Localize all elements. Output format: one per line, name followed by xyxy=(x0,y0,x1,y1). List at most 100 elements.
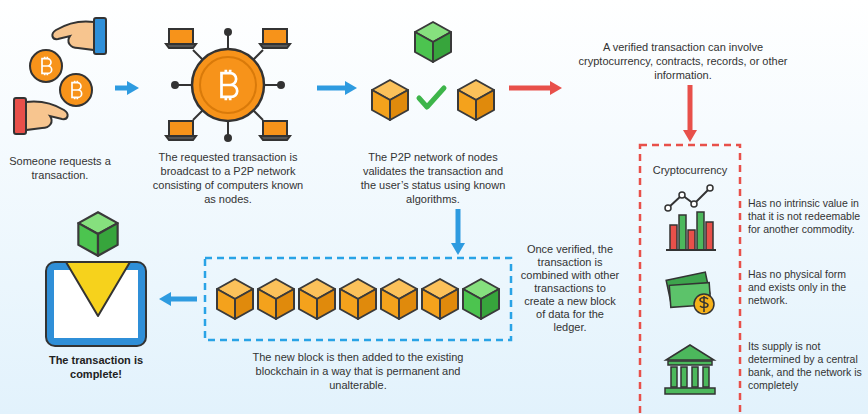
info-node: A verified transaction can involve crypt… xyxy=(565,40,801,82)
cuff xyxy=(14,98,26,134)
column xyxy=(671,367,677,387)
trend-line xyxy=(668,188,710,208)
bar xyxy=(670,225,677,250)
beam xyxy=(668,361,712,365)
bar xyxy=(688,230,695,250)
cube xyxy=(258,279,294,319)
bar xyxy=(697,212,704,250)
cube xyxy=(299,279,335,319)
bar xyxy=(679,215,686,250)
hand xyxy=(26,101,68,130)
baseline xyxy=(666,249,716,251)
fact-text: Has no intrinsic value in that it is not… xyxy=(748,197,862,236)
network-icon xyxy=(166,29,290,141)
spoke xyxy=(264,84,278,86)
node-caption: The transaction is complete! xyxy=(36,353,156,381)
step-node: The transaction is complete! xyxy=(36,205,156,381)
coin-rim xyxy=(200,57,256,113)
coin xyxy=(30,50,62,82)
crypto-fact: Has no physical form and exists only in … xyxy=(748,268,862,307)
flow-arrow xyxy=(456,209,461,243)
dot xyxy=(665,205,671,211)
chain-node: The new block is then added to the exist… xyxy=(200,258,516,392)
cube xyxy=(415,22,451,62)
spoke xyxy=(253,110,263,120)
flow-arrow xyxy=(317,86,345,91)
money-icon xyxy=(666,272,714,314)
dot xyxy=(679,192,685,198)
panel-heading: Cryptocurrency xyxy=(640,163,740,177)
step-node: Someone requests a transaction. xyxy=(8,8,112,182)
blockchain-cubes xyxy=(217,279,499,319)
node-caption: Someone requests a transaction. xyxy=(8,154,112,182)
node-caption: The requested transaction is broadcast t… xyxy=(150,150,306,206)
flow-arrow xyxy=(688,85,693,130)
crypto-fact: Its supply is not determined by a centra… xyxy=(748,340,862,392)
base xyxy=(665,388,715,394)
spoke xyxy=(227,35,229,49)
column xyxy=(703,367,709,387)
cube xyxy=(78,212,117,256)
step-node: The requested transaction is broadcast t… xyxy=(142,8,314,206)
spoke xyxy=(227,121,229,135)
fact-text: Has no physical form and exists only in … xyxy=(748,268,862,307)
dot xyxy=(278,82,284,88)
cube xyxy=(381,279,417,319)
hands-coins-icon xyxy=(14,18,106,134)
bitcoin-symbol xyxy=(42,57,52,76)
coin xyxy=(694,294,714,314)
column xyxy=(692,367,698,387)
cube xyxy=(463,279,499,319)
cuff xyxy=(94,18,106,54)
step-node: The P2P network of nodes validates the t… xyxy=(360,8,506,206)
dot xyxy=(691,201,697,207)
laptop-base xyxy=(166,44,196,48)
column xyxy=(681,367,687,387)
hand xyxy=(52,21,94,50)
spoke xyxy=(193,50,203,60)
chain-box-outline xyxy=(205,258,511,340)
dot xyxy=(225,135,231,141)
laptop-base xyxy=(166,136,196,140)
laptop xyxy=(263,121,287,136)
fact-text: Its supply is not determined by a centra… xyxy=(748,340,862,392)
spoke xyxy=(193,110,203,120)
note-text: Once verified, the transaction is combin… xyxy=(519,243,621,334)
laptop-base xyxy=(260,136,290,140)
laptop xyxy=(263,29,287,44)
laptop xyxy=(169,121,193,136)
roof xyxy=(666,345,714,360)
bitcoin-symbol xyxy=(72,81,82,100)
node-caption: The new block is then added to the exist… xyxy=(242,350,474,392)
cube xyxy=(422,279,458,319)
flow-arrow xyxy=(171,297,197,302)
crypto-panel: Has no intrinsic value in that it is not… xyxy=(636,145,864,414)
laptop-base xyxy=(260,44,290,48)
bar xyxy=(706,222,713,250)
validation-icon xyxy=(372,22,494,120)
crypto-box-outline xyxy=(640,145,740,414)
node-caption: A verified transaction can involve crypt… xyxy=(565,40,801,82)
crypto-fact: Has no intrinsic value in that it is not… xyxy=(748,197,862,236)
dot xyxy=(707,185,713,191)
tablet xyxy=(46,262,146,346)
flow-arrow xyxy=(509,86,550,91)
spoke xyxy=(178,84,192,86)
cube xyxy=(372,80,408,120)
bank-icon xyxy=(665,345,715,394)
funnel xyxy=(66,262,130,316)
chart-icon xyxy=(665,185,716,250)
node-caption: The P2P network of nodes validates the t… xyxy=(360,150,506,206)
complete-icon xyxy=(46,212,146,346)
dollar-symbol xyxy=(700,296,708,312)
cube xyxy=(217,279,253,319)
dot xyxy=(172,82,178,88)
coin xyxy=(60,74,92,106)
coin xyxy=(192,49,264,121)
flow-arrow xyxy=(115,86,127,91)
check-mark xyxy=(419,88,444,107)
bitcoin-symbol xyxy=(222,70,238,100)
spoke xyxy=(253,50,263,60)
dot xyxy=(225,29,231,35)
